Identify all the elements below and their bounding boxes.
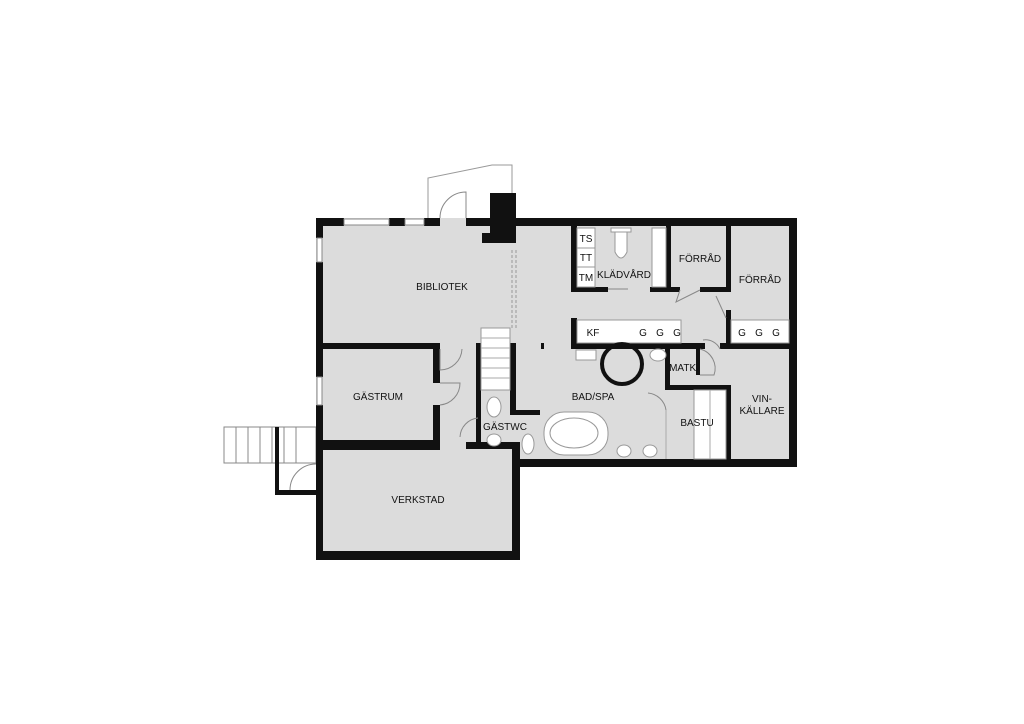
- fixture-label-g: G: [772, 328, 780, 339]
- fixtures: [486, 227, 790, 460]
- room-label-gastrum: GÄSTRUM: [353, 391, 403, 403]
- interior-stairs: [480, 233, 511, 391]
- room-label-forrad-1: FÖRRÅD: [679, 252, 721, 265]
- room-label-verkstad: VERKSTAD: [391, 495, 444, 506]
- room-label-bibliotek: BIBLIOTEK: [416, 282, 468, 293]
- windows: [316, 218, 425, 406]
- exterior-stairs-left: [223, 426, 320, 495]
- room-label-forrad-2: FÖRRÅD: [739, 273, 781, 286]
- fixture-label-g: G: [755, 328, 763, 339]
- fixture-label-g: G: [673, 328, 681, 339]
- door-swings: [439, 250, 727, 438]
- room-label-vinkallare-line1: VIN-: [752, 394, 772, 405]
- fixture-label-ts: TS: [580, 234, 593, 245]
- fixture-label-g: G: [738, 328, 746, 339]
- room-label-kladvard: KLÄDVÅRD: [597, 268, 651, 281]
- fixture-label-g: G: [656, 328, 664, 339]
- room-label-gastwc: GÄSTWC: [483, 421, 527, 433]
- fixture-label-tm: TM: [579, 273, 593, 284]
- room-label-vinkallare-line2: KÄLLARE: [739, 405, 784, 417]
- room-label-badspa: BAD/SPA: [572, 392, 615, 403]
- room-label-matk: MATK.: [669, 363, 699, 374]
- exterior-stairs-top: [427, 164, 513, 219]
- room-label-bastu: BASTU: [680, 418, 713, 429]
- fixture-label-tt: TT: [580, 253, 592, 264]
- walls: [316, 193, 797, 560]
- fixture-label-g: G: [639, 328, 647, 339]
- fixture-label-kf: KF: [587, 328, 600, 339]
